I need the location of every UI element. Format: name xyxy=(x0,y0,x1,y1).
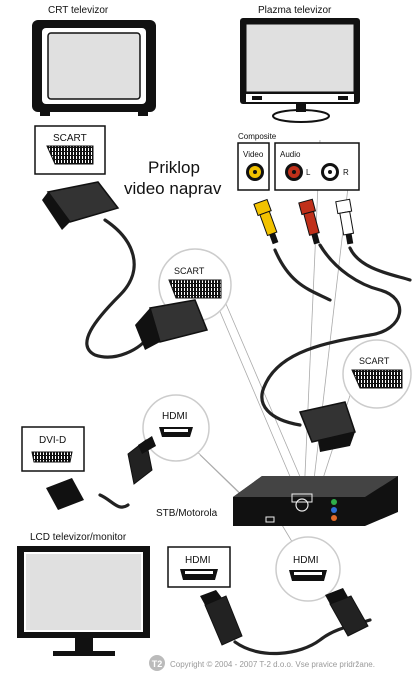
scart-plug-mid xyxy=(135,299,209,350)
hdmi-port-bottom xyxy=(275,536,341,602)
crt-tv-label: CRT televizor xyxy=(48,5,109,16)
copyright-text: Copyright © 2004 - 2007 T-2 d.o.o. Vse p… xyxy=(170,660,375,669)
scart-port-crt xyxy=(34,125,106,175)
hdmi-plug-stb xyxy=(325,588,369,637)
composite-r-label: R xyxy=(343,168,349,177)
scart-port-right xyxy=(342,339,412,409)
composite-label: Composite xyxy=(238,132,277,141)
t2-logo-text: T2 xyxy=(152,659,163,669)
rca-plug-audio-left xyxy=(298,198,320,245)
dvi-plug xyxy=(46,478,84,510)
title-line2: video naprav xyxy=(124,179,222,198)
composite-audio-label: Audio xyxy=(280,150,301,159)
t2-logo: T2 xyxy=(149,655,165,671)
title-line1: Priklop xyxy=(148,158,200,177)
hdmi-lcd-label: HDMI xyxy=(185,555,211,566)
composite-panel xyxy=(237,142,360,191)
plasma-tv-label: Plazma televizor xyxy=(258,5,332,16)
plasma-tv xyxy=(240,18,360,123)
crt-tv xyxy=(32,20,156,116)
hdmi-plug-lcd xyxy=(200,590,243,646)
lcd-monitor xyxy=(17,546,150,656)
hdmi-top-label: HDMI xyxy=(162,411,188,422)
hdmi-bottom-label: HDMI xyxy=(293,555,319,566)
scart-mid-label: SCART xyxy=(174,266,205,276)
hdmi-plug-top xyxy=(127,436,156,485)
lcd-label: LCD televizor/monitor xyxy=(30,532,127,543)
scart-crt-label: SCART xyxy=(53,133,87,144)
rca-plug-video xyxy=(253,198,279,245)
dvi-label: DVI-D xyxy=(39,435,66,446)
scart-right-label: SCART xyxy=(359,356,390,366)
dvi-port xyxy=(21,426,85,472)
scart-plug-crt xyxy=(42,181,120,230)
scart-plug-right xyxy=(298,401,356,452)
composite-l-label: L xyxy=(306,168,311,177)
stb-box xyxy=(233,476,398,526)
hdmi-port-lcd xyxy=(167,546,231,588)
composite-video-label: Video xyxy=(243,150,264,159)
stb-label: STB/Motorola xyxy=(156,508,218,519)
rca-plug-audio-right xyxy=(335,198,355,245)
hdmi-port-top xyxy=(142,394,210,462)
